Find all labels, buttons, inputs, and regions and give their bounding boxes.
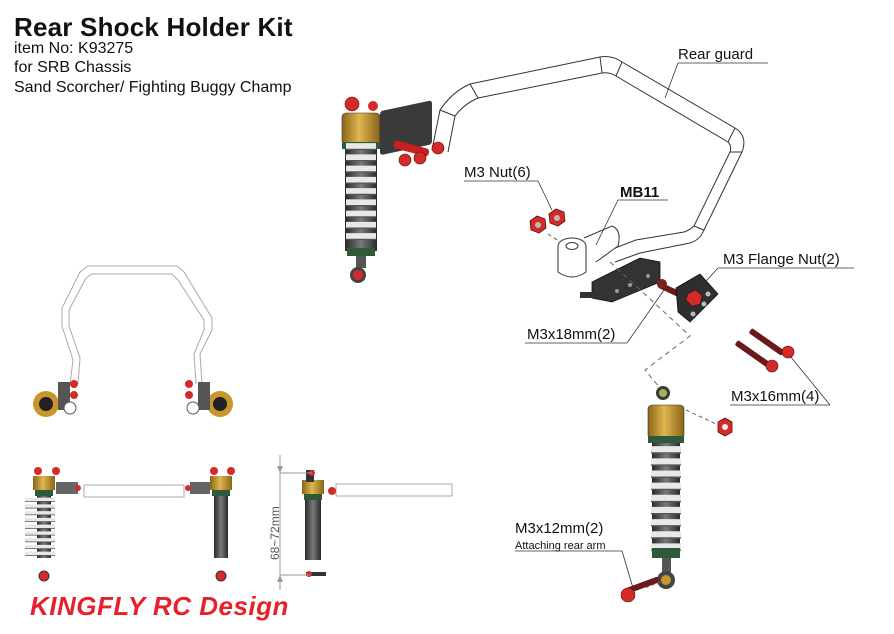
callout-leader-lines <box>464 62 854 589</box>
exploded-shock-absorber <box>648 386 733 589</box>
front-view-diagram <box>25 467 235 582</box>
page-title: Rear Shock Holder Kit <box>14 12 293 42</box>
mb11-clamp-part <box>557 225 620 278</box>
item-number: item No: K93275 <box>14 40 134 57</box>
callout-m3-nut: M3 Nut(6) <box>464 164 531 181</box>
callout-m3-flange-nut: M3 Flange Nut(2) <box>723 251 840 268</box>
chassis-label: for SRB Chassis <box>14 59 132 76</box>
black-bracket-part <box>580 257 661 303</box>
callout-m3x12: M3x12mm(2) <box>515 520 604 537</box>
brand-logo-text: KINGFLY RC Design <box>30 591 289 621</box>
rear-view-diagram <box>33 265 233 417</box>
callout-mb11: MB11 <box>620 184 660 201</box>
callout-m3x12-note: Attaching rear arm <box>515 540 606 552</box>
m3-nut-parts <box>529 208 566 246</box>
callout-m3x16: M3x16mm(4) <box>731 388 820 405</box>
side-view-diagram <box>277 455 453 590</box>
shock-mount-plate-part <box>657 273 719 323</box>
rear-guard-tube <box>431 56 745 263</box>
assembled-shock-with-holder <box>341 96 445 283</box>
callout-rear-guard: Rear guard <box>678 46 754 63</box>
m3x16-bolt-parts <box>735 328 795 373</box>
compatibility-label: Sand Scorcher/ Fighting Buggy Champ <box>14 79 292 96</box>
assembly-path-line <box>609 261 691 389</box>
callout-m3x18: M3x18mm(2) <box>527 326 616 343</box>
shock-length-dimension: 68~72mm <box>268 506 282 560</box>
m3x12-bolt-part <box>620 576 661 603</box>
